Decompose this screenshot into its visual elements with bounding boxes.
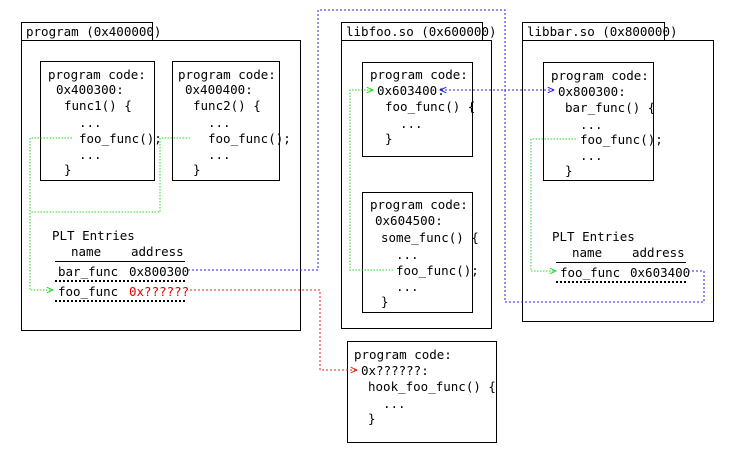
ellipsis: ... [580,148,603,163]
plt-row-divider [55,300,185,302]
ellipsis: ... [396,247,419,262]
hook-code-block [347,341,497,443]
closing-brace: } [565,163,573,178]
function-signature: func2() { [193,98,261,113]
plt-row-address: 0x800300 [129,264,190,279]
code-header: program code: [370,197,468,212]
function-signature: foo_func() { [385,99,476,114]
code-address: 0x400300: [56,82,124,97]
plt-row-name: bar_func [58,264,119,279]
plt-title: PLT Entries [552,229,635,244]
ellipsis: ... [208,147,231,162]
ellipsis: ... [396,279,419,294]
function-call: foo_func(); [580,132,663,147]
closing-brace: } [193,162,201,177]
plt-row-address-unresolved: 0x?????? [129,284,190,299]
code-address: 0x603400: [377,83,445,98]
code-header: program code: [178,67,276,82]
code-address: 0x604500: [375,213,443,228]
ellipsis: ... [79,115,102,130]
ellipsis: ... [79,147,102,162]
function-signature: bar_func() { [565,100,656,115]
code-header: program code: [48,67,146,82]
closing-brace: } [381,294,389,309]
plt-column-name: name [71,244,102,259]
closing-brace: } [385,131,393,146]
closing-brace: } [368,411,376,426]
ellipsis: ... [208,115,231,130]
ellipsis: ... [383,396,406,411]
plt-row-address: 0x603400 [630,265,691,280]
plt-column-address: address [632,245,685,260]
ellipsis: ... [400,116,423,131]
function-call: foo_func(); [396,263,479,278]
plt-header-rule [556,262,686,263]
function-call: foo_func(); [79,131,162,146]
function-signature: func1() { [64,98,132,113]
plt-row-name: foo_func [560,265,621,280]
libbar-module-title: libbar.so (0x800000) [522,22,678,41]
function-signature: hook_foo_func() { [368,379,496,394]
plt-column-name: name [572,245,603,260]
code-header: program code: [551,68,649,83]
function-signature: some_func() { [381,230,479,245]
plt-row-name: foo_func [58,284,119,299]
plt-header-rule [55,261,185,262]
plt-row-divider [556,281,686,283]
plt-row-divider [55,280,185,282]
code-address: 0x800300: [558,84,626,99]
libfoo-module-title: libfoo.so (0x600000) [341,22,497,41]
program-module-title: program (0x400000) [21,22,161,41]
code-address-unresolved: 0x??????: [361,363,429,378]
plt-title: PLT Entries [52,228,135,243]
closing-brace: } [64,162,72,177]
code-header: program code: [354,347,452,362]
function-call: foo_func(); [208,131,291,146]
code-address: 0x400400: [185,82,253,97]
plt-column-address: address [131,244,184,259]
ellipsis: ... [580,117,603,132]
code-header: program code: [370,67,468,82]
